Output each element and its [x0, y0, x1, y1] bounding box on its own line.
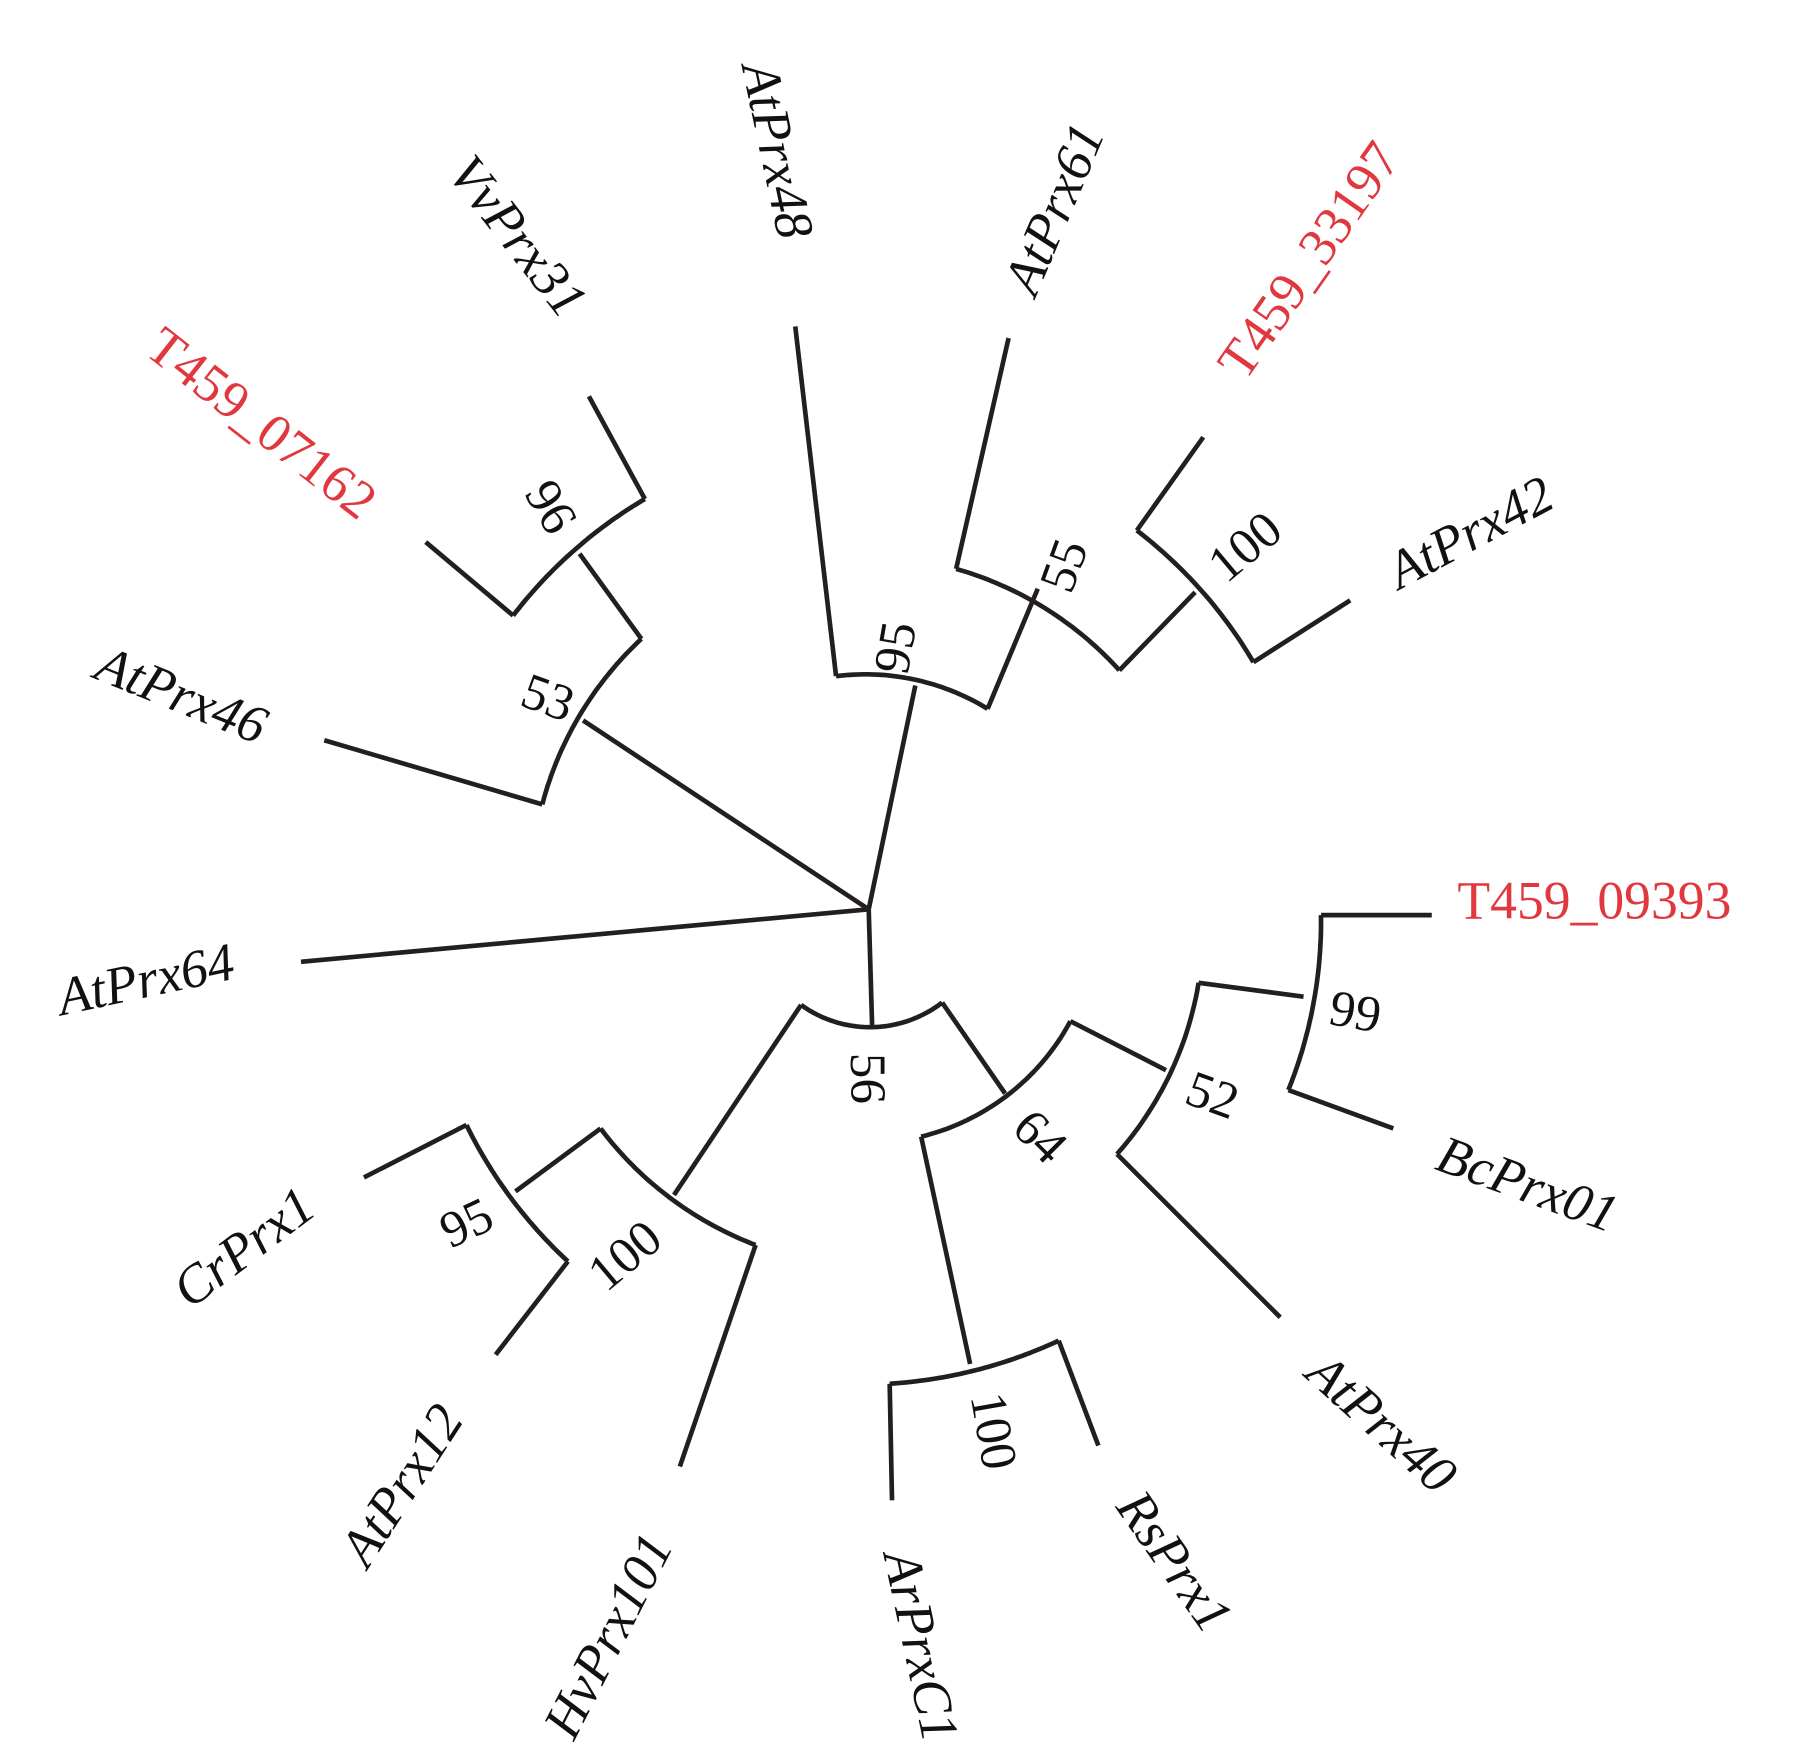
leaf-t459-07162: T459_07162	[135, 315, 388, 531]
branch	[866, 685, 918, 910]
tree-branches	[300, 326, 1432, 1501]
leaf-rsprx1: RsPrx1	[1104, 1478, 1244, 1643]
branch	[1198, 980, 1304, 1000]
branch	[1115, 1152, 1282, 1319]
leaf-crprx1: CrPrx1	[161, 1175, 326, 1320]
bootstrap-value: 56	[839, 1053, 896, 1104]
branch	[300, 906, 869, 965]
bootstrap-value: 100	[959, 1388, 1028, 1474]
branch	[493, 1259, 570, 1357]
bootstrap-value: 100	[577, 1209, 673, 1302]
bootstrap-value: 95	[863, 617, 928, 677]
leaf-hvprx101: HvPrx101	[531, 1524, 685, 1748]
branch-arc	[598, 1127, 757, 1248]
branch-arc	[955, 566, 1122, 672]
branch	[985, 587, 1040, 710]
branch-arc	[889, 1338, 1060, 1387]
branch-arc	[1115, 982, 1201, 1156]
bootstrap-value: 52	[1179, 1060, 1247, 1131]
branch	[581, 718, 870, 912]
branch-arc	[799, 1000, 944, 1030]
bootstrap-value: 55	[1029, 532, 1100, 600]
bootstrap-value: 64	[1002, 1098, 1079, 1175]
bootstrap-value: 96	[513, 471, 588, 544]
leaf-t459-33197: T459_33197	[1205, 131, 1411, 390]
branch	[792, 326, 839, 677]
branch	[940, 1001, 1008, 1095]
branch-arc	[464, 1123, 570, 1264]
branch	[1069, 1019, 1168, 1073]
branch	[918, 1136, 973, 1365]
bootstrap-value: 100	[1197, 500, 1293, 593]
branch	[586, 395, 647, 501]
branch	[424, 540, 515, 618]
leaf-atprx12: AtPrx12	[326, 1393, 475, 1578]
branch	[677, 1244, 758, 1468]
branch-arc	[835, 671, 989, 711]
branch	[887, 1383, 895, 1501]
bootstrap-value: 95	[431, 1186, 502, 1259]
branch	[514, 1126, 602, 1194]
leaf-vvprx31: VvPrx31	[437, 144, 600, 329]
branch-arc	[1286, 915, 1324, 1091]
leaf-atprx40: AtPrx40	[1293, 1339, 1468, 1505]
bootstrap-value: 53	[514, 662, 582, 733]
leaf-atprx42: AtPrx42	[1374, 464, 1563, 602]
branch-arc	[511, 496, 647, 617]
leaf-atprx46: AtPrx46	[85, 632, 276, 756]
leaf-atprx64: AtPrx64	[49, 931, 239, 1027]
branch	[1287, 1087, 1395, 1131]
branch	[953, 337, 1011, 570]
branch	[1056, 1339, 1101, 1447]
branch-arc	[540, 637, 643, 806]
leaf-atprx48: AtPrx48	[729, 54, 825, 244]
leaf-t459-09393: T459_09393	[1457, 871, 1731, 931]
leaf-arprxc1: ArPrxC1	[871, 1542, 971, 1747]
branch	[577, 552, 644, 641]
branch	[866, 909, 875, 1029]
leaf-atprx61: AtPrx61	[990, 115, 1116, 306]
branch	[323, 738, 543, 807]
branch	[362, 1122, 468, 1180]
branch	[1134, 435, 1206, 532]
bootstrap-value: 99	[1325, 979, 1385, 1044]
branch	[672, 1003, 804, 1197]
leaf-bcprx01: BcPrx01	[1429, 1124, 1626, 1245]
branch-arc	[1135, 528, 1256, 664]
branch-arc	[920, 1020, 1073, 1139]
branch	[1252, 598, 1352, 665]
branch	[1117, 590, 1197, 672]
